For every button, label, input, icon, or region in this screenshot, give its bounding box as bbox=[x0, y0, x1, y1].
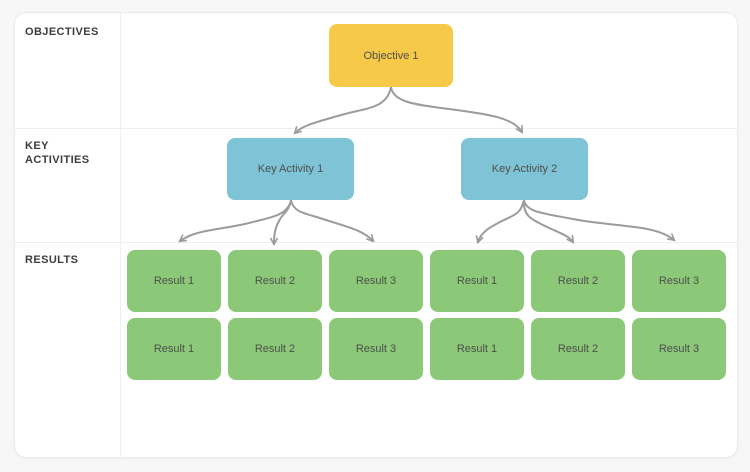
node-result-r1c1[interactable]: Result 1 bbox=[127, 250, 221, 312]
label-column-divider bbox=[120, 13, 121, 457]
row-label-objectives: OBJECTIVES bbox=[25, 26, 99, 38]
node-result-r1c6[interactable]: Result 3 bbox=[632, 250, 726, 312]
connector-activity1-to-result1 bbox=[178, 199, 292, 243]
connector-objective-to-activity2 bbox=[390, 86, 524, 134]
row-label-results: RESULTS bbox=[25, 254, 79, 266]
connector-activity2-to-result2 bbox=[522, 199, 575, 244]
okr-diagram-card: OBJECTIVES KEY ACTIVITIES RESULTS Object… bbox=[14, 12, 738, 458]
node-result-r2c1[interactable]: Result 1 bbox=[127, 318, 221, 380]
node-key-activity-1[interactable]: Key Activity 1 bbox=[227, 138, 354, 200]
objectives-activities-divider bbox=[15, 128, 737, 129]
node-result-r1c4[interactable]: Result 1 bbox=[430, 250, 524, 312]
node-key-activity-2[interactable]: Key Activity 2 bbox=[461, 138, 588, 200]
node-objective-1[interactable]: Objective 1 bbox=[329, 24, 453, 87]
node-result-r1c5[interactable]: Result 2 bbox=[531, 250, 625, 312]
node-result-r2c3[interactable]: Result 3 bbox=[329, 318, 423, 380]
connector-activity1-to-result2 bbox=[269, 199, 292, 247]
node-result-r1c2[interactable]: Result 2 bbox=[228, 250, 322, 312]
connector-activity1-to-result3 bbox=[290, 199, 375, 243]
node-result-r1c3[interactable]: Result 3 bbox=[329, 250, 423, 312]
connector-activity2-to-result3 bbox=[523, 199, 676, 242]
activities-results-divider bbox=[15, 242, 737, 243]
node-result-r2c6[interactable]: Result 3 bbox=[632, 318, 726, 380]
connector-activity2-to-result1 bbox=[475, 199, 525, 245]
node-result-r2c2[interactable]: Result 2 bbox=[228, 318, 322, 380]
row-label-key-activities: KEY ACTIVITIES bbox=[25, 140, 90, 166]
node-result-r2c4[interactable]: Result 1 bbox=[430, 318, 524, 380]
node-result-r2c5[interactable]: Result 2 bbox=[531, 318, 625, 380]
connector-objective-to-activity1 bbox=[293, 86, 392, 135]
